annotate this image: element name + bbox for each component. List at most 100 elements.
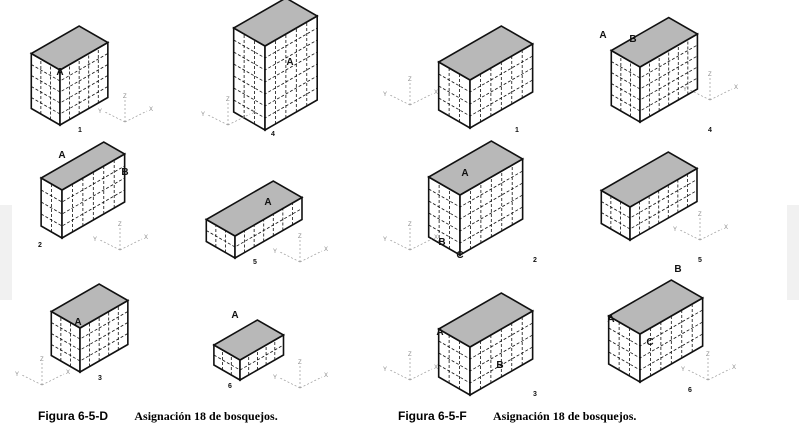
axis-y xyxy=(279,251,301,263)
axis-label-y: Y xyxy=(201,112,205,118)
axis-label-x: X xyxy=(724,225,728,231)
figure-number: 6 xyxy=(688,387,692,394)
grid-line xyxy=(438,55,533,93)
surface-label-b: B xyxy=(629,34,636,45)
axis-label-y: Y xyxy=(273,249,277,255)
axis-label-y: Y xyxy=(673,227,677,233)
axis-x xyxy=(119,238,143,251)
axis-label-z: Z xyxy=(708,72,712,78)
grid-line xyxy=(428,170,523,208)
surface-label-c: C xyxy=(646,337,653,348)
surface-label-a: A xyxy=(231,310,238,321)
axis-label-y: Y xyxy=(383,237,387,243)
axis-y xyxy=(207,114,229,126)
axis-label-x: X xyxy=(324,373,328,379)
figure-number: 4 xyxy=(708,127,712,134)
figure-number: 4 xyxy=(271,131,275,138)
axis-label-y: Y xyxy=(683,87,687,93)
box-face-top xyxy=(212,319,286,361)
axis-y xyxy=(679,229,701,241)
grid-line xyxy=(233,51,318,83)
axis-y xyxy=(389,94,411,106)
grid-line xyxy=(611,66,698,101)
axis-label-x: X xyxy=(66,370,70,376)
axis-y xyxy=(687,369,709,381)
grid-line xyxy=(206,208,303,248)
grid-line xyxy=(31,75,109,104)
figure-number: 2 xyxy=(38,242,42,249)
grid-line xyxy=(608,333,703,371)
grid-line xyxy=(233,87,318,119)
surface-label-a: A xyxy=(607,314,614,325)
axis-x xyxy=(409,238,433,251)
surface-label-a: A xyxy=(74,317,81,328)
surface-label-b: B xyxy=(121,167,128,178)
grid-line xyxy=(608,321,703,359)
caption-right: Figura 6-5-F Asignación 18 de bosquejos. xyxy=(398,409,636,424)
axis-label-y: Y xyxy=(93,237,97,243)
grid-line xyxy=(611,77,698,112)
axis-y xyxy=(21,374,43,386)
grid-line xyxy=(601,190,698,230)
axis-label-x: X xyxy=(734,85,738,91)
caption-figure-number: Figura 6-5-F xyxy=(398,409,467,423)
axis-label-x: X xyxy=(434,365,438,371)
grid-line xyxy=(213,344,284,371)
caption-text: Asignación 18 de bosquejos. xyxy=(493,409,637,423)
axis-label-z: Z xyxy=(226,97,230,103)
axis-x xyxy=(299,250,323,263)
axis-label-y: Y xyxy=(98,109,102,115)
axis-y xyxy=(99,239,121,251)
caption-figure-number: Figura 6-5-D xyxy=(38,409,109,423)
axis-x xyxy=(41,373,65,386)
axis-y xyxy=(389,239,411,251)
surface-label-a: A xyxy=(436,327,443,338)
grid-line xyxy=(438,322,533,360)
axis-label-z: Z xyxy=(40,357,44,363)
axis-label-y: Y xyxy=(383,367,387,373)
sketch-figure-F-5: Z X Y 5 xyxy=(599,151,728,264)
axis-label-z: Z xyxy=(408,222,412,228)
box-face-top xyxy=(609,16,700,68)
axis-y xyxy=(279,377,301,389)
axis-label-y: Y xyxy=(273,375,277,381)
grid-line xyxy=(611,44,698,79)
surface-label-a: A xyxy=(264,197,271,208)
grid-line xyxy=(438,334,533,372)
axis-label-z: Z xyxy=(298,234,302,240)
box-face-top xyxy=(29,25,110,71)
figure-number: 3 xyxy=(98,375,102,382)
axis-label-z: Z xyxy=(408,77,412,83)
axis-label-z: Z xyxy=(298,360,302,366)
grid-line xyxy=(51,311,129,340)
axis-x xyxy=(707,368,731,381)
right-edge-shadow xyxy=(787,205,799,300)
grid-line xyxy=(31,64,109,93)
axis-x xyxy=(409,368,433,381)
axis-label-z: Z xyxy=(123,94,127,100)
axis-label-x: X xyxy=(434,90,438,96)
surface-label-a: A xyxy=(461,168,468,179)
caption-text: Asignación 18 de bosquejos. xyxy=(134,409,278,423)
axis-label-x: X xyxy=(324,247,328,253)
axis-label-z: Z xyxy=(698,212,702,218)
axis-label-z: Z xyxy=(408,352,412,358)
figure-number: 5 xyxy=(698,257,702,264)
axis-label-y: Y xyxy=(383,92,387,98)
figure-number: 1 xyxy=(78,127,82,134)
surface-label-b: B xyxy=(496,360,503,371)
axis-label-z: Z xyxy=(118,222,122,228)
axis-y xyxy=(104,111,126,123)
grid-line xyxy=(233,75,318,107)
figure-number: 2 xyxy=(533,257,537,264)
figure-number: 1 xyxy=(515,127,519,134)
axis-x xyxy=(227,113,251,126)
